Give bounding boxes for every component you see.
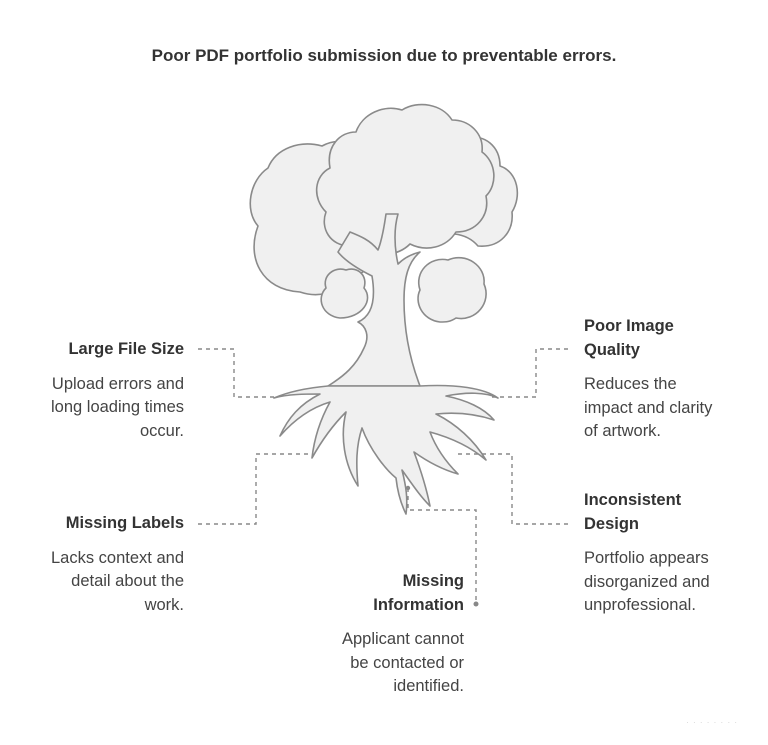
- large-file-size-description: Upload errors and long loading times occ…: [51, 374, 184, 440]
- missing-labels-description: Lacks context and detail about the work.: [51, 548, 184, 614]
- item-missing-information: Missing Information Applicant cannot be …: [290, 570, 464, 699]
- connector-poor-image-quality: [492, 348, 568, 398]
- diagram-title: Poor PDF portfolio submission due to pre…: [151, 46, 617, 65]
- tree-canopy-small-left: [320, 268, 369, 319]
- item-missing-labels: Missing Labels Lacks context and detail …: [14, 512, 184, 617]
- connector-large-file-size: [198, 348, 278, 398]
- watermark: · · · · · · · ·: [686, 718, 738, 727]
- tree-canopy-center: [315, 103, 495, 256]
- missing-information-description: Applicant cannot be contacted or identif…: [341, 630, 464, 695]
- poor-image-quality-heading: Poor Image Quality: [584, 317, 674, 359]
- connector-dot-root: [405, 485, 411, 491]
- connector-inconsistent-design: [456, 453, 568, 525]
- tree-roots: [273, 384, 499, 515]
- large-file-size-heading: Large File Size: [68, 340, 184, 358]
- inconsistent-design-description: Portfolio appears disorganized and unpro…: [584, 549, 710, 614]
- tree-trunk: [327, 213, 421, 387]
- inconsistent-design-heading: Inconsistent Design: [584, 491, 682, 533]
- missing-labels-heading: Missing Labels: [65, 514, 184, 532]
- connector-dot-missing-information: [473, 601, 479, 607]
- connector-missing-information: [407, 488, 477, 604]
- item-inconsistent-design: Inconsistent Design Portfolio appears di…: [584, 489, 754, 618]
- item-poor-image-quality: Poor Image Quality Reduces the impact an…: [584, 315, 754, 444]
- tree-canopy-small-right: [417, 257, 487, 323]
- connector-missing-labels: [198, 453, 312, 525]
- missing-information-heading: Missing Information: [373, 572, 464, 614]
- poor-image-quality-description: Reduces the impact and clarity of artwor…: [584, 375, 713, 440]
- item-large-file-size: Large File Size Upload errors and long l…: [20, 338, 184, 443]
